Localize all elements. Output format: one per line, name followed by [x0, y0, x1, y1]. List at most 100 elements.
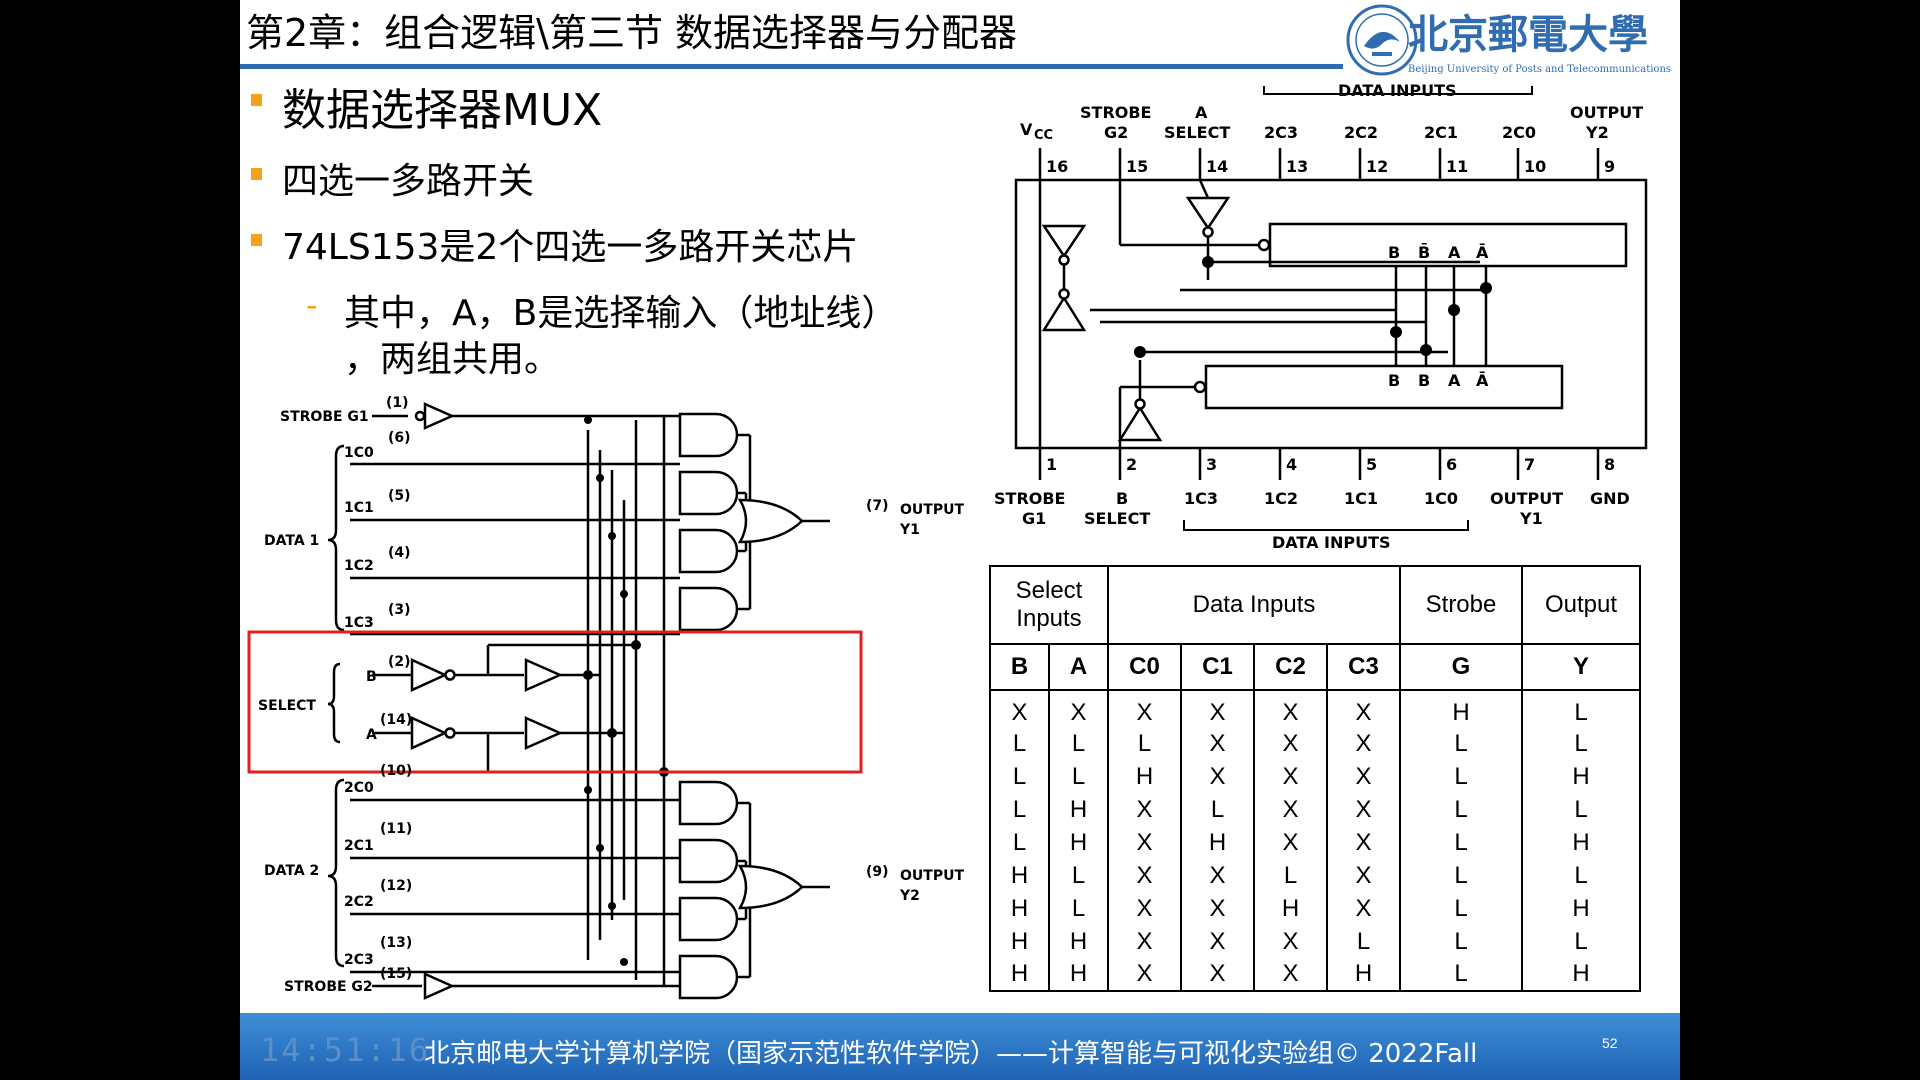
table-cell: X	[1180, 859, 1255, 892]
table-cell: H	[989, 925, 1050, 958]
svg-text:(12): (12)	[380, 878, 412, 894]
svg-text:2C3: 2C3	[1264, 123, 1298, 142]
table-cell: L	[1399, 826, 1523, 859]
table-cell: L	[989, 826, 1050, 859]
table-cell: X	[1326, 859, 1401, 892]
col-c1: C1	[1180, 643, 1255, 691]
pinout-diagram	[1014, 148, 1648, 480]
table-cell: X	[1253, 958, 1328, 992]
svg-text:GND: GND	[1590, 489, 1630, 508]
svg-text:B: B	[1388, 371, 1400, 390]
col-c0: C0	[1107, 643, 1182, 691]
table-cell: L	[1399, 892, 1523, 925]
table-cell: X	[1180, 958, 1255, 992]
top-pins	[1038, 148, 1600, 180]
svg-text:(10): (10)	[380, 763, 412, 779]
table-cell: L	[989, 760, 1050, 793]
table-cell: L	[1253, 859, 1328, 892]
table-cell: X	[1253, 760, 1328, 793]
svg-text:15: 15	[1126, 157, 1148, 176]
table-cell: X	[1326, 793, 1401, 826]
svg-text:16: 16	[1046, 157, 1068, 176]
svg-text:(13): (13)	[380, 935, 412, 951]
footer-bar: 14:51:16 北京邮电大学计算机学院（国家示范性软件学院）——计算智能与可视…	[240, 1013, 1680, 1080]
header-data-inputs: Data Inputs	[1107, 565, 1401, 645]
page-number: 52	[1602, 1035, 1618, 1051]
table-cell: L	[1048, 727, 1109, 760]
svg-text:1: 1	[1046, 455, 1057, 474]
svg-text:G1: G1	[1022, 509, 1046, 528]
svg-text:10: 10	[1524, 157, 1546, 176]
table-cell: L	[989, 727, 1050, 760]
pinout-brace-lines	[1183, 86, 1533, 531]
svg-text:4: 4	[1286, 455, 1297, 474]
data-inputs-bottom-header: DATA INPUTS	[1272, 533, 1391, 552]
table-cell: H	[989, 892, 1050, 925]
table-cell: H	[1521, 760, 1641, 793]
bullet-marker	[251, 94, 262, 106]
logic-diagram-labels: STROBE G1 (1) DATA 1 1C0 1C1 1C2 1C3 (6)…	[258, 395, 964, 995]
svg-text:12: 12	[1366, 157, 1388, 176]
bullet-1: 数据选择器MUX	[282, 85, 603, 136]
mux-diagrams: STROBE G1 (1) DATA 1 1C0 1C1 1C2 1C3 (6)…	[247, 81, 1648, 1000]
svg-text:(3): (3)	[388, 602, 411, 618]
table-cell: X	[1180, 727, 1255, 760]
bus-junctions	[583, 416, 669, 966]
header-strobe: Strobe	[1399, 565, 1523, 645]
svg-text:2C2: 2C2	[1344, 123, 1378, 142]
svg-text:Y1: Y1	[1519, 509, 1543, 528]
table-cell: H	[1048, 793, 1109, 826]
svg-text:(5): (5)	[388, 488, 411, 504]
table-cell: X	[1326, 760, 1401, 793]
svg-text:OUTPUT: OUTPUT	[1570, 103, 1643, 122]
table-cell: H	[1048, 826, 1109, 859]
svg-text:9: 9	[1604, 157, 1615, 176]
table-cell: X	[1253, 925, 1328, 958]
data2-label: DATA 2	[264, 863, 319, 879]
svg-text:2C1: 2C1	[344, 838, 374, 854]
footer-time: 14:51:16	[260, 1031, 431, 1069]
svg-text:(6): (6)	[388, 430, 411, 446]
col-g: G	[1399, 643, 1523, 691]
table-cell: X	[1180, 892, 1255, 925]
table-cell: X	[1048, 690, 1109, 727]
svg-text:2C0: 2C0	[1502, 123, 1536, 142]
table-cell: H	[1521, 958, 1641, 992]
table-cell: X	[1326, 690, 1401, 727]
output-y2-label: OUTPUT	[900, 868, 964, 884]
table-cell: L	[1399, 727, 1523, 760]
table-cell: X	[1107, 925, 1182, 958]
table-cell: X	[1253, 793, 1328, 826]
svg-text:(9): (9)	[866, 864, 889, 880]
svg-text:OUTPUT: OUTPUT	[1490, 489, 1563, 508]
svg-text:(2): (2)	[388, 654, 411, 670]
strobe-g1-label: STROBE G1	[280, 409, 369, 425]
svg-text:STROBE: STROBE	[994, 489, 1065, 508]
svg-text:CC: CC	[1034, 128, 1053, 143]
university-name-en: Beijing University of Posts and Telecomm…	[1408, 64, 1671, 75]
select-highlight-box	[247, 630, 863, 774]
svg-text:2C3: 2C3	[344, 952, 374, 968]
table-cell: X	[1253, 826, 1328, 859]
table-cell: X	[1253, 727, 1328, 760]
output-y1-label: OUTPUT	[900, 502, 964, 518]
bullet-3: 74LS153是2个四选一多路开关芯片	[282, 227, 859, 268]
svg-text:11: 11	[1446, 157, 1468, 176]
svg-text:(1): (1)	[386, 395, 409, 411]
header-select-inputs: Select Inputs	[989, 565, 1109, 645]
sub-bullet-line-2: ，两组共用。	[344, 339, 561, 380]
svg-text:Y1: Y1	[899, 522, 920, 538]
select-label: SELECT	[258, 698, 316, 714]
svg-text:Y2: Y2	[899, 888, 920, 904]
pinout-junctions	[1134, 256, 1492, 358]
bottom-pins	[1038, 448, 1600, 480]
svg-text:A: A	[366, 727, 377, 743]
table-cell: L	[1399, 760, 1523, 793]
svg-text:Y2: Y2	[1585, 123, 1609, 142]
